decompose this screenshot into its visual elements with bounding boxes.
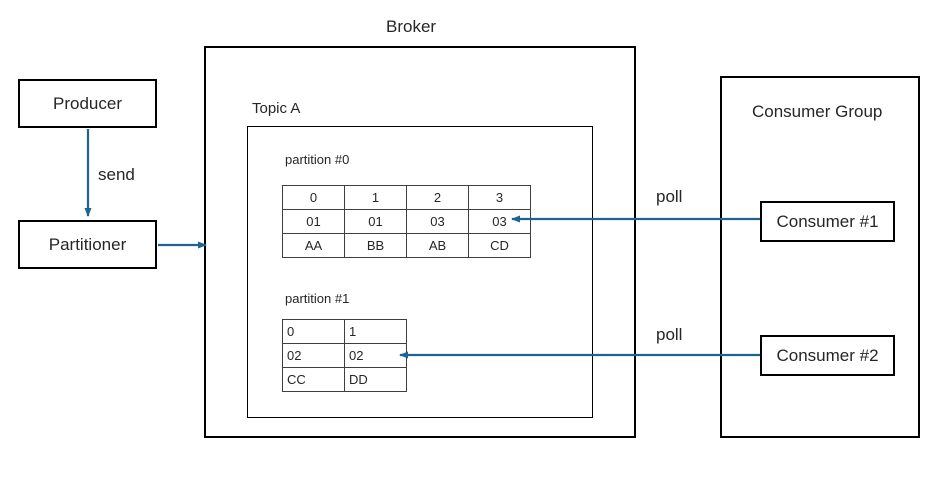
consumer-1-box[interactable]	[760, 201, 895, 242]
table-row: 01 01 03 03	[282, 209, 531, 234]
partitioner-label: Partitioner	[48, 234, 127, 254]
table-row: 0 1 2 3	[282, 185, 531, 210]
partition-1-caption: partition #1	[285, 291, 350, 306]
cell: CC	[282, 367, 345, 392]
table-row: AA BB AB CD	[282, 233, 531, 258]
send-label: send	[98, 165, 135, 184]
cell: 0	[282, 185, 345, 210]
consumer-group-label: Consumer Group	[752, 102, 883, 121]
producer-label: Producer	[53, 93, 122, 113]
broker-title: Broker	[386, 17, 437, 36]
consumer-2-label: Consumer #2	[776, 345, 879, 365]
cell: BB	[344, 233, 407, 258]
table-row: CC DD	[282, 367, 407, 392]
cell: 02	[282, 343, 345, 368]
cell: 02	[344, 343, 407, 368]
partitioner-box[interactable]	[18, 220, 157, 269]
poll-label-2: poll	[656, 325, 683, 344]
cell: AA	[282, 233, 345, 258]
cell: AB	[406, 233, 469, 258]
consumer-1-label: Consumer #1	[776, 211, 879, 231]
cell: DD	[344, 367, 407, 392]
cell: 0	[282, 319, 345, 344]
cell: 03	[468, 209, 531, 234]
topic-title: Topic A	[252, 100, 301, 117]
table-row: 02 02	[282, 343, 407, 368]
cell: 1	[344, 185, 407, 210]
partition-1-table: 0 1 02 02 CC DD	[282, 319, 407, 392]
partition-0-caption: partition #0	[285, 152, 350, 167]
table-row: 0 1	[282, 319, 407, 344]
partition-0-table: 0 1 2 3 01 01 03 03 AA BB AB CD	[282, 185, 531, 258]
cell: 3	[468, 185, 531, 210]
cell: 01	[282, 209, 345, 234]
topic-box	[247, 126, 593, 418]
cell: 03	[406, 209, 469, 234]
cell: 01	[344, 209, 407, 234]
cell: 2	[406, 185, 469, 210]
poll-label-1: poll	[656, 187, 683, 206]
producer-box[interactable]	[18, 79, 157, 128]
cell: 1	[344, 319, 407, 344]
consumer-2-box[interactable]	[760, 335, 895, 376]
consumer-group-box	[720, 76, 920, 438]
cell: CD	[468, 233, 531, 258]
